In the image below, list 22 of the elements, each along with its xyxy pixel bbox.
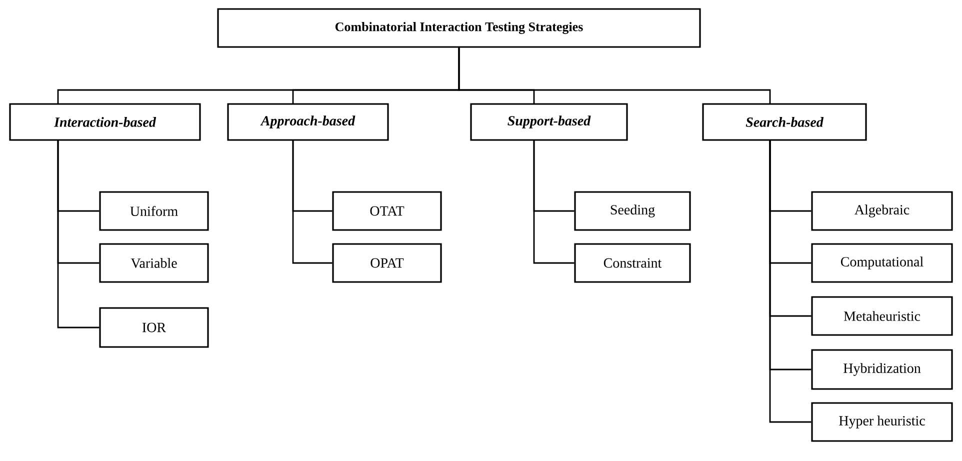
strategy-box: Seeding bbox=[574, 191, 691, 231]
connector-line bbox=[769, 140, 812, 423]
connector-line bbox=[458, 48, 771, 104]
strategy-box: Metaheuristic bbox=[811, 296, 953, 336]
connector-line bbox=[292, 140, 332, 264]
category-box: Support-based bbox=[470, 103, 628, 141]
strategy-box: Variable bbox=[99, 243, 209, 283]
strategy-box: IOR bbox=[99, 307, 209, 348]
strategy-box: Uniform bbox=[99, 191, 209, 231]
connector-line bbox=[533, 140, 574, 264]
strategy-box: OPAT bbox=[332, 243, 442, 283]
strategy-box: Hyper heuristic bbox=[811, 402, 953, 442]
category-box: Approach-based bbox=[227, 103, 389, 141]
category-box: Interaction-based bbox=[9, 103, 201, 141]
strategy-box: Constraint bbox=[574, 243, 691, 283]
connector-line bbox=[57, 140, 100, 328]
strategy-box: Hybridization bbox=[811, 349, 953, 390]
root-box: Combinatorial Interaction Testing Strategies bbox=[217, 8, 701, 48]
strategy-box: OTAT bbox=[332, 191, 442, 231]
strategy-box: Computational bbox=[811, 243, 953, 283]
strategy-box: Algebraic bbox=[811, 191, 953, 231]
category-box: Search-based bbox=[702, 103, 867, 141]
